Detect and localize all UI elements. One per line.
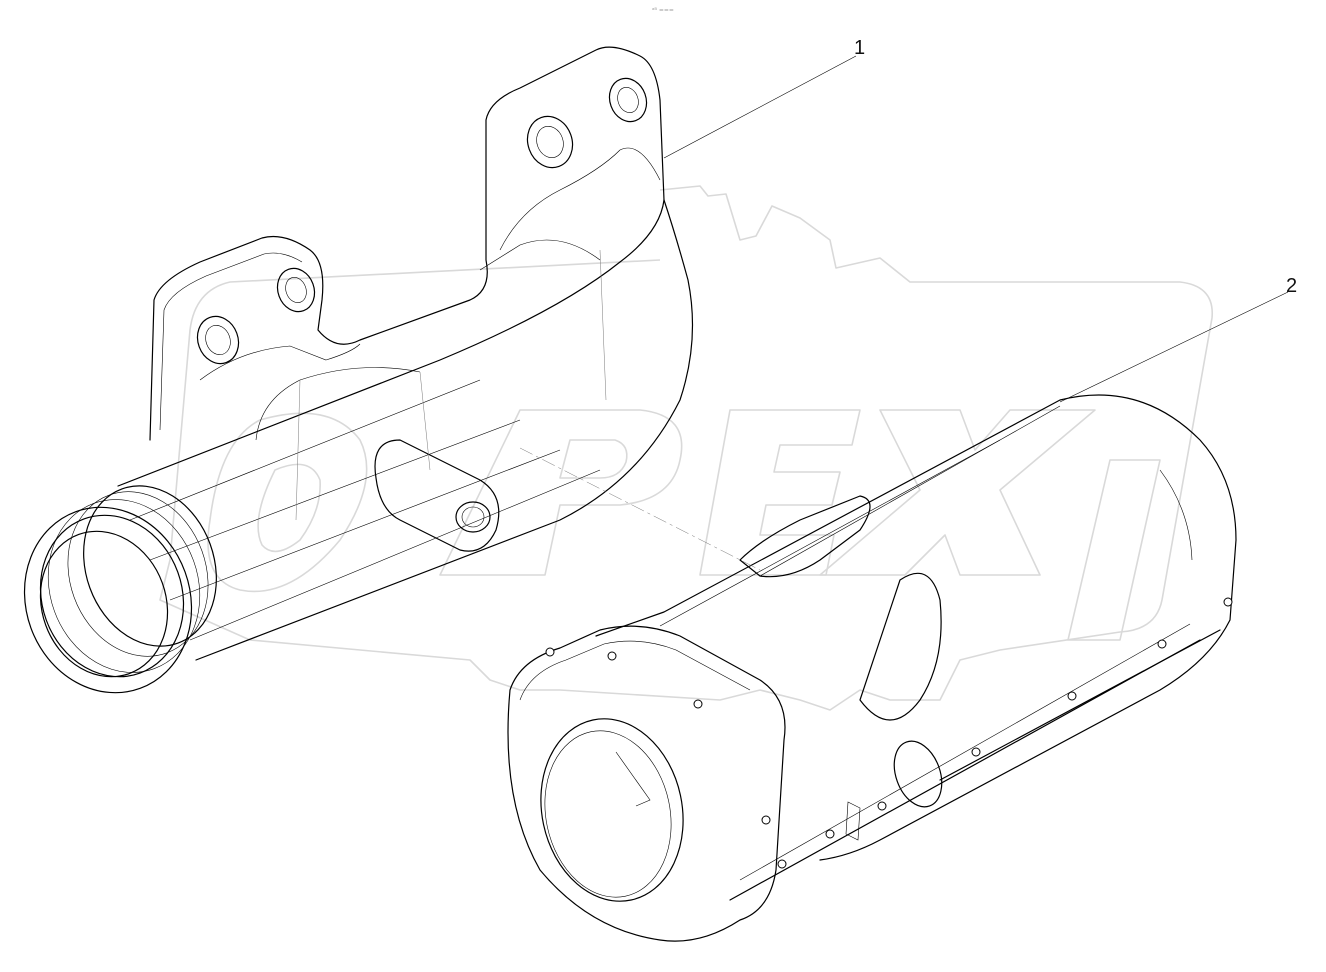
bolt-heads bbox=[545, 597, 1233, 869]
callout-label-1: 1 bbox=[854, 37, 865, 59]
assembly-axis-line bbox=[519, 447, 761, 571]
callout-1: 1 bbox=[663, 37, 865, 159]
callout-label-2: 2 bbox=[1286, 275, 1297, 297]
part-1-axle-housing bbox=[23, 46, 694, 694]
leader-line-2 bbox=[1059, 291, 1289, 403]
leader-line-1 bbox=[663, 55, 857, 159]
header-mark: ᵃᴮ === bbox=[652, 7, 674, 14]
opex-watermark bbox=[159, 185, 1213, 711]
callout-2: 2 bbox=[1059, 275, 1297, 403]
part-2-lower-housing bbox=[507, 394, 1237, 942]
